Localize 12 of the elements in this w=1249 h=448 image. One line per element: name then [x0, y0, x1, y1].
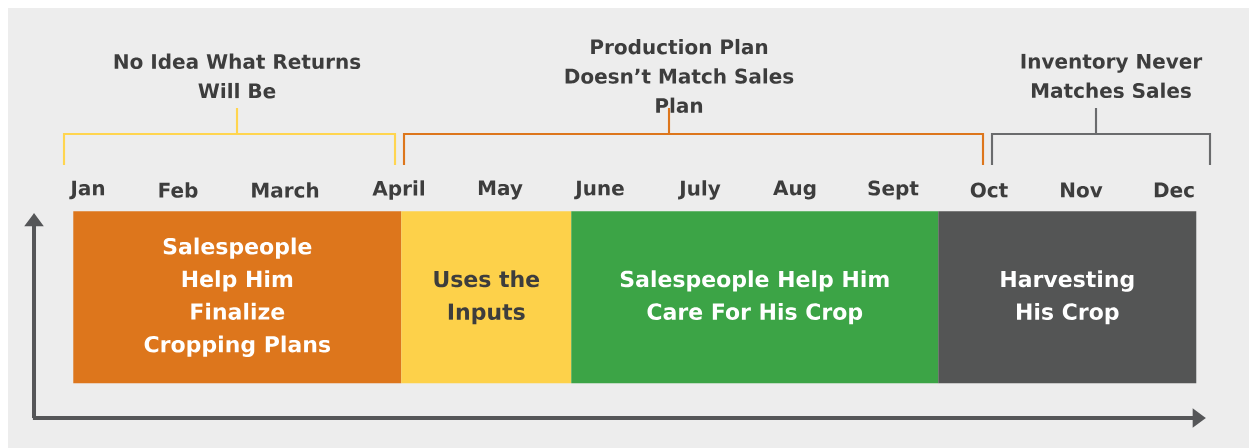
month-label: June: [574, 180, 624, 200]
bracket-heading: No Idea What Returns Will Be: [114, 53, 361, 99]
bracket-heading: Inventory Never Matches Sales: [1021, 53, 1203, 99]
timeline-bar: Salespeople Help Him Care For His Crop: [571, 211, 939, 384]
timeline-bar: Salespeople Help Him Finalize Cropping Plans: [73, 211, 402, 384]
month-label: Oct: [970, 182, 1008, 198]
month-label: Sept: [868, 180, 919, 200]
month-label: May: [478, 180, 523, 200]
timeline-bar: Harvesting His Crop: [938, 211, 1197, 384]
bracket-heading: Production Plan Doesn’t Match Sales Plan: [565, 38, 794, 114]
timeline-bar: Uses the Inputs: [401, 211, 572, 384]
month-label: April: [372, 180, 424, 200]
